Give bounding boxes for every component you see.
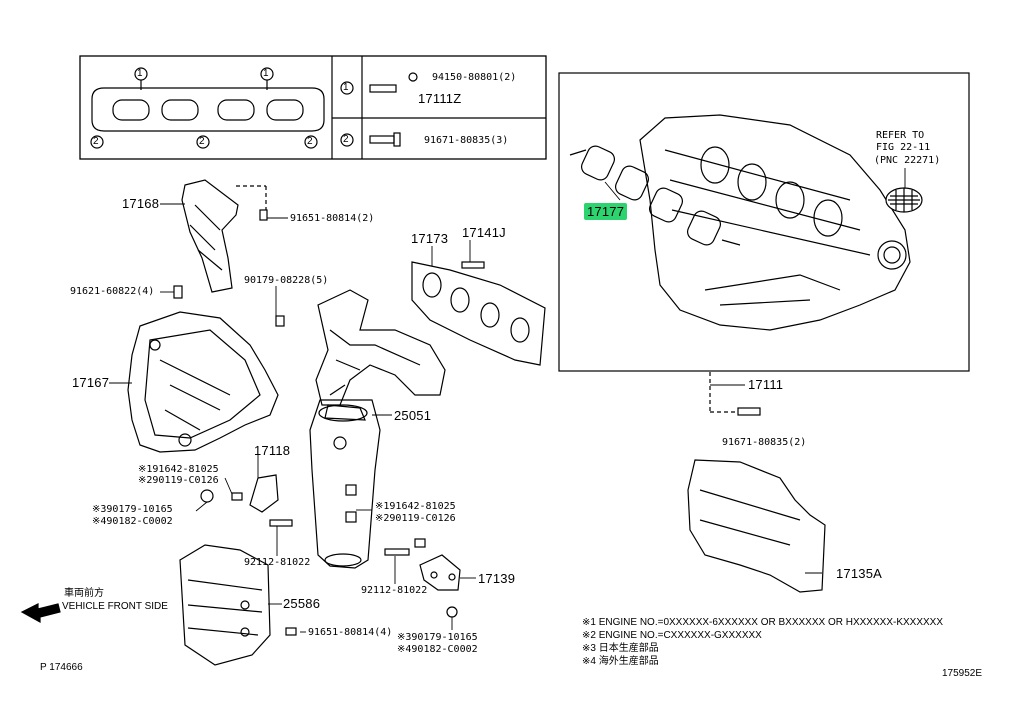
label-92112-a: 92112-81022 (244, 557, 311, 568)
label-17141J: 17141J (462, 225, 506, 240)
label-17139: 17139 (478, 571, 516, 586)
front-arrow (20, 603, 61, 624)
inset-row-1-sub: 17111Z (418, 91, 462, 106)
label-91651-a: 91651-80814(2) (290, 213, 375, 224)
inset-circle-1a: 1 (137, 68, 143, 79)
throttle-gasket-screen (885, 187, 923, 213)
refer-line-2: FIG 22-11 (876, 142, 931, 153)
label-17118: 17118 (254, 443, 291, 458)
note-191642-b: ※191642-81025 (375, 501, 456, 512)
label-17173: 17173 (411, 231, 449, 246)
inset-circle-2a: 2 (93, 136, 99, 147)
intake-insulator (687, 459, 826, 593)
intake-manifold-gasket (569, 145, 741, 246)
note-390179-a: ※390179-10165 (92, 504, 173, 515)
label-17168: 17168 (122, 196, 160, 211)
note-390179-b: ※390179-10165 (397, 632, 478, 643)
label-90179-a: 90179-08228(5) (244, 275, 329, 286)
inset-circle-2b: 2 (199, 136, 205, 147)
leader-lines (109, 168, 906, 633)
intake-group-frame (558, 72, 970, 372)
intake-manifold (639, 114, 911, 331)
front-label-en: VEHICLE FRONT SIDE (62, 601, 168, 612)
footnote-1: ※1 ENGINE NO.=0XXXXXX-6XXXXXX OR BXXXXXX… (582, 617, 944, 628)
footnote-2: ※2 ENGINE NO.=CXXXXXX-GXXXXXX (582, 630, 762, 641)
footer-left-code: P 174666 (40, 662, 83, 673)
label-17111: 17111 (748, 377, 784, 392)
label-25586: 25586 (283, 596, 321, 611)
label-17177: 17177 (584, 203, 628, 220)
label-91671: 91671-80835(2) (722, 437, 807, 448)
refer-line-1: REFER TO (876, 130, 925, 141)
note-290119-b: ※290119-C0126 (375, 513, 456, 524)
inset-row-1-part: 94150-80801(2) (432, 72, 517, 83)
note-290119-a: ※290119-C0126 (138, 475, 219, 486)
support-bracket (384, 538, 461, 618)
note-191642-a: ※191642-81025 (138, 464, 219, 475)
heat-insulator-upper (181, 179, 268, 293)
footer-right-code: 175952E (942, 668, 983, 679)
note-490182-b: ※490182-C0002 (397, 644, 478, 655)
refer-line-3: (PNC 22271) (874, 155, 941, 166)
front-label-jp: 車両前方 (64, 588, 104, 599)
inset-row-2-part: 91671-80835(3) (424, 135, 509, 146)
label-91621: 91621-60822(4) (70, 286, 155, 297)
label-92112-b: 92112-81022 (361, 585, 428, 596)
footnote-3: ※3 日本生産部品 (582, 643, 659, 654)
heat-insulator-lower (179, 544, 297, 666)
label-17135A: 17135A (836, 566, 883, 581)
inset-row-1-num: 1 (343, 82, 349, 93)
manifold-gasket (411, 261, 546, 366)
inset-circle-1b: 1 (263, 68, 269, 79)
exhaust-manifold (275, 289, 446, 406)
label-17177-highlight: 17177 (584, 203, 628, 220)
label-91651-b: 91651-80814(4) (308, 627, 393, 638)
catalytic-converter (309, 399, 381, 569)
footnote-4: ※4 海外生産部品 (582, 656, 659, 667)
label-25051: 25051 (394, 408, 432, 423)
inset-row-2-num: 2 (343, 134, 349, 145)
inset-circle-2c: 2 (307, 136, 313, 147)
manifold-bracket (200, 474, 293, 527)
heat-insulator-main (127, 285, 279, 453)
inset-gasket-panel (79, 55, 547, 160)
label-17167: 17167 (72, 375, 110, 390)
note-490182-a: ※490182-C0002 (92, 516, 173, 527)
